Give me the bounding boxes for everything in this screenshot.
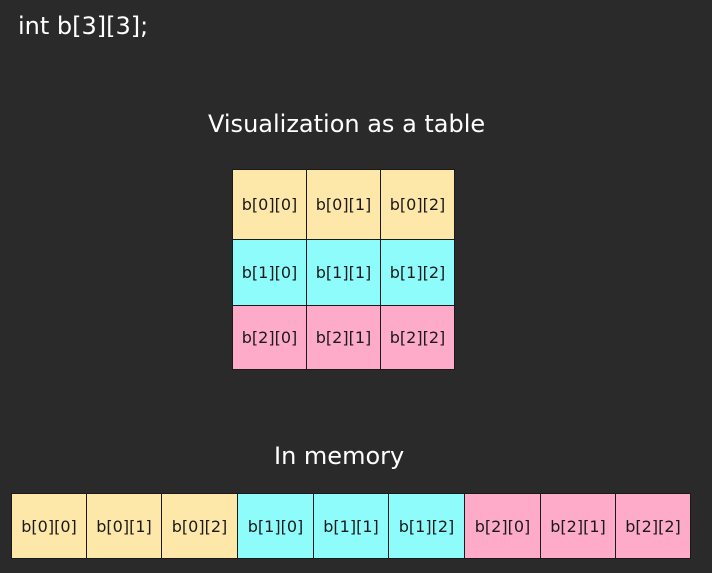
table-cell-2-2: b[2][2] xyxy=(380,305,455,370)
memory-strip: b[0][0] b[0][1] b[0][2] b[1][0] b[1][1] … xyxy=(11,493,691,559)
memory-cell-8: b[2][2] xyxy=(616,494,690,558)
memory-cell-5: b[1][2] xyxy=(389,494,465,558)
table-visualization-title: Visualization as a table xyxy=(208,110,486,138)
array-table: b[0][0] b[0][1] b[0][2] b[1][0] b[1][1] … xyxy=(232,169,455,370)
table-row-1: b[1][0] b[1][1] b[1][2] xyxy=(232,239,455,306)
memory-cell-4: b[1][1] xyxy=(314,494,389,558)
table-cell-2-1: b[2][1] xyxy=(306,305,381,370)
table-cell-1-2: b[1][2] xyxy=(380,239,455,306)
array-declaration: int b[3][3]; xyxy=(18,12,149,40)
table-row-0: b[0][0] b[0][1] b[0][2] xyxy=(232,169,455,240)
memory-cell-3: b[1][0] xyxy=(238,494,314,558)
table-cell-0-0: b[0][0] xyxy=(232,169,307,240)
table-cell-0-2: b[0][2] xyxy=(380,169,455,240)
memory-cell-7: b[2][1] xyxy=(541,494,616,558)
memory-cell-6: b[2][0] xyxy=(465,494,541,558)
table-cell-2-0: b[2][0] xyxy=(232,305,307,370)
table-row-2: b[2][0] b[2][1] b[2][2] xyxy=(232,305,455,370)
memory-cell-2: b[0][2] xyxy=(162,494,238,558)
table-cell-0-1: b[0][1] xyxy=(306,169,381,240)
table-cell-1-0: b[1][0] xyxy=(232,239,307,306)
table-cell-1-1: b[1][1] xyxy=(306,239,381,306)
memory-cell-0: b[0][0] xyxy=(12,494,87,558)
memory-cell-1: b[0][1] xyxy=(87,494,162,558)
memory-layout-title: In memory xyxy=(274,442,405,470)
